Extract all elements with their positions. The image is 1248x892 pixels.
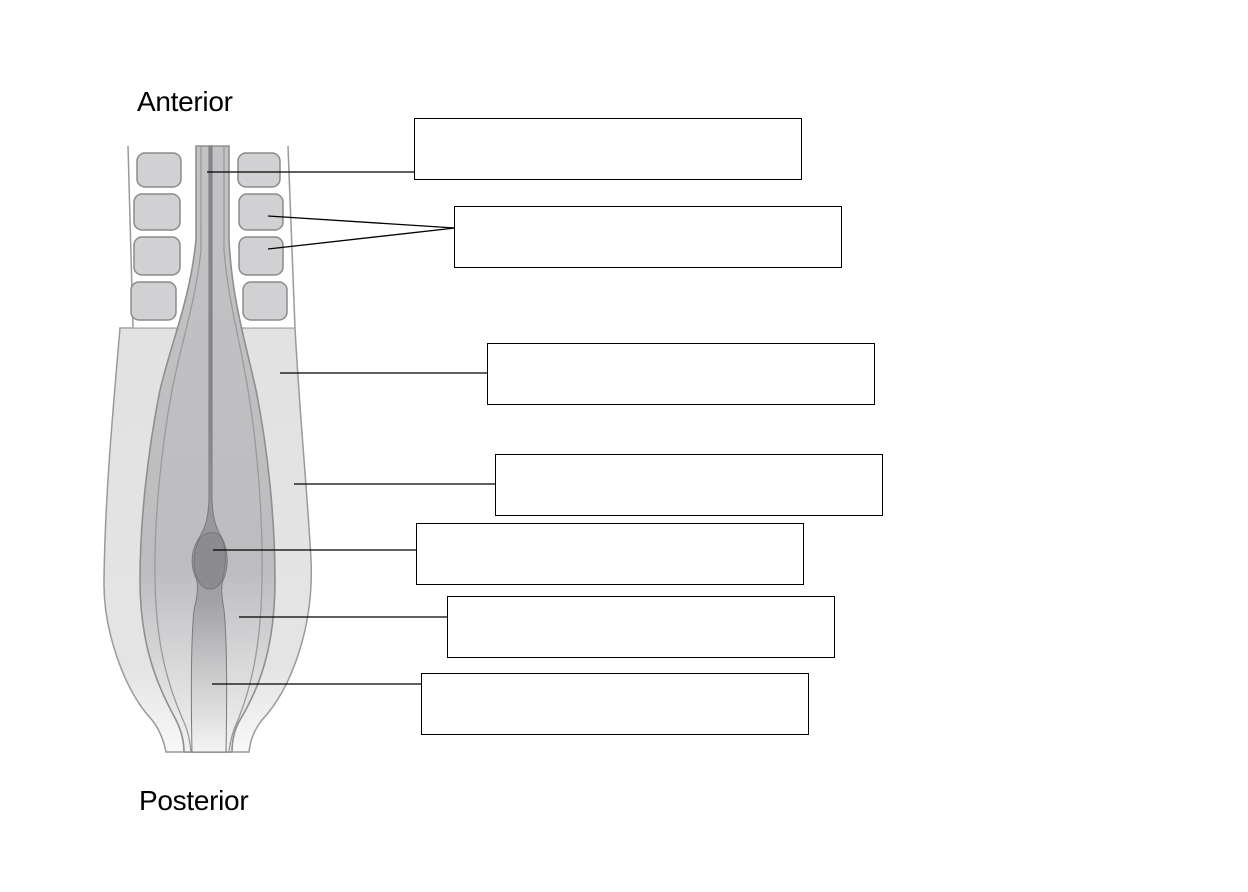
somite	[238, 236, 284, 276]
neural-tube-inner-wall	[154, 146, 202, 753]
answer-box-4[interactable]	[495, 454, 883, 516]
posterior-label: Posterior	[139, 785, 249, 816]
answer-box-7[interactable]	[421, 673, 809, 735]
answer-box-6[interactable]	[447, 596, 835, 658]
leader-line-2a	[267, 215, 456, 229]
somite	[237, 152, 281, 188]
somite	[133, 193, 181, 231]
central-canal	[190, 145, 228, 753]
somite	[242, 281, 288, 321]
neural-tube	[139, 145, 276, 753]
answer-box-2[interactable]	[454, 206, 842, 268]
somite	[133, 236, 181, 276]
somite	[136, 152, 182, 188]
answer-box-5[interactable]	[416, 523, 804, 585]
answer-box-3[interactable]	[487, 343, 875, 405]
answer-box-1[interactable]	[414, 118, 802, 180]
leader-line-2b	[267, 227, 456, 250]
anterior-label: Anterior	[137, 86, 233, 117]
somite	[238, 193, 284, 231]
somite	[130, 281, 177, 321]
hensen-node	[193, 532, 226, 590]
